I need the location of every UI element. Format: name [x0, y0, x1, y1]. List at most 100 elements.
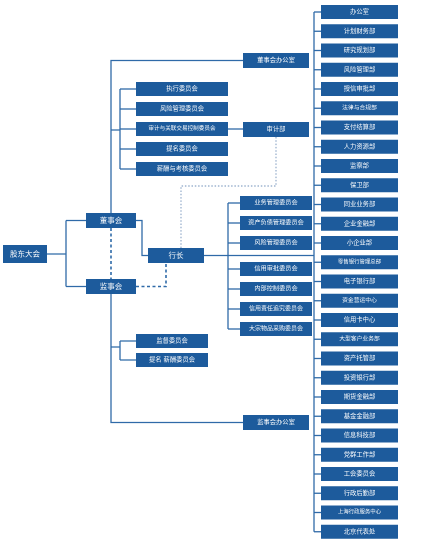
board-committee-label: 薪酬与考核委员会: [157, 164, 208, 173]
dept-box: 授信审批部: [321, 82, 398, 96]
mgmt-committee: 业务管理委员会: [240, 196, 312, 210]
dept-label: 监察部: [350, 161, 369, 170]
dept-box: 工会委员会: [321, 467, 398, 481]
dept-label: 人力资源部: [344, 141, 375, 150]
dept-label: 零售银行管理总部: [338, 257, 382, 265]
dept-label: 同业业务部: [344, 199, 375, 208]
node-supervisory-label: 监事会: [100, 281, 123, 291]
dept-label: 企业金融部: [344, 218, 375, 227]
board-committee: 提名委员会: [136, 142, 228, 156]
dept-box: 信息科技部: [321, 428, 398, 443]
dept-label: 党群工作部: [344, 449, 375, 458]
supervisory-committee: 监督委员会: [136, 334, 208, 348]
dept-label: 资金营运中心: [342, 296, 377, 304]
board-committee-spine: [111, 89, 121, 169]
supervisory-office-connector: [110, 294, 243, 424]
supervisory-committee-label: 监督委员会: [156, 336, 188, 345]
mgmt-committee: 信用审批委员会: [240, 262, 312, 276]
node-audit-label: 审计部: [267, 124, 286, 133]
node-supervisory: 监事会: [86, 279, 136, 294]
dept-box: 电子银行部: [321, 274, 398, 289]
board-committee-label: 提名委员会: [166, 144, 198, 153]
board-committee: 风险管理委员会: [136, 102, 228, 116]
node-board-office: 董事会办公室: [243, 53, 309, 68]
dept-label: 保卫部: [350, 180, 369, 189]
dept-label: 信息科技部: [344, 430, 375, 439]
supervisory-committee: 提名 薪酬委员会: [136, 353, 208, 367]
dept-label: 研究规划部: [344, 45, 375, 54]
node-board-label: 董事会: [100, 215, 123, 225]
node-president: 行长: [148, 248, 204, 263]
node-shareholders-label: 股东大会: [10, 249, 40, 259]
dept-box: 支付结算部: [321, 120, 398, 135]
mgmt-committee: 资产负债管理委员会: [240, 216, 312, 230]
board-committee: 审计与关联交易控制委员会: [136, 122, 228, 136]
dept-label: 授信审批部: [344, 84, 375, 93]
supervisory-committee-connector: [111, 340, 136, 361]
board-committee-label: 执行委员会: [166, 84, 198, 93]
dept-label: 投资银行部: [344, 372, 375, 381]
dept-box: 大型客户业务部: [321, 332, 398, 347]
dept-box: 同业业务部: [321, 197, 398, 212]
dept-box: 研究规划部: [321, 43, 398, 58]
board-committee-label: 审计与关联交易控制委员会: [148, 124, 216, 132]
mgmt-committee-label: 大宗物品采购委员会: [249, 325, 303, 333]
mgmt-committee: 风险管理委员会: [240, 236, 312, 250]
dept-box: 基金金融部: [321, 409, 398, 424]
dept-label: 计划财务部: [344, 26, 375, 35]
dept-box: 企业金融部: [321, 216, 398, 231]
dept-box: 小企业部: [321, 236, 398, 250]
node-president-label: 行长: [169, 250, 184, 260]
shareholders-connector: [47, 219, 86, 288]
board-committee-label: 风险管理委员会: [160, 104, 205, 113]
dept-label: 小企业部: [347, 238, 372, 247]
mgmt-committee: 内部控制委员会: [240, 282, 312, 296]
dept-label: 信用卡中心: [344, 315, 376, 324]
dept-box: 党群工作部: [321, 447, 398, 462]
mgmt-committee-label: 信用责任追究委员会: [249, 305, 303, 313]
board-committee: 执行委员会: [136, 82, 228, 96]
board-president-connector: [136, 219, 148, 257]
dept-box: 风险管理部: [321, 62, 398, 77]
dept-label: 行政后勤部: [344, 488, 375, 497]
node-shareholders: 股东大会: [3, 245, 47, 263]
dept-label: 基金金融部: [344, 411, 375, 420]
dept-label: 上海行政服务中心: [338, 508, 382, 516]
dept-box: 人力资源部: [321, 139, 398, 154]
mgmt-committee-label: 业务管理委员会: [254, 199, 297, 207]
dept-box: 监察部: [321, 159, 398, 173]
dept-label: 风险管理部: [344, 64, 375, 73]
mgmt-committee: 信用责任追究委员会: [240, 302, 312, 316]
dept-box: 投资银行部: [321, 370, 398, 385]
board-office-connector: [110, 59, 243, 213]
node-supervisory-office: 监事会办公室: [243, 415, 309, 430]
node-supervisory-office-label: 监事会办公室: [257, 417, 295, 426]
dept-label: 大型客户业务部: [339, 334, 380, 342]
mgmt-committee: 大宗物品采购委员会: [240, 322, 312, 336]
dept-box: 保卫部: [321, 178, 398, 193]
dept-label: 支付结算部: [344, 122, 375, 131]
node-audit: 审计部: [243, 122, 309, 137]
dept-label: 北京代表处: [344, 526, 376, 535]
mgmt-committee-label: 内部控制委员会: [254, 285, 297, 293]
dept-label: 期货金融部: [344, 392, 375, 401]
dept-box: 零售银行管理总部: [321, 255, 398, 270]
dept-box: 信用卡中心: [321, 313, 398, 327]
audit-president-dotted: [180, 137, 277, 248]
dept-box: 上海行政服务中心: [321, 505, 398, 520]
mgmt-committee-label: 风险管理委员会: [254, 239, 297, 247]
dept-label: 资产托管部: [344, 353, 375, 362]
mgmt-committee-label: 资产负债管理委员会: [248, 219, 304, 227]
dept-box: 办公室: [321, 5, 398, 19]
dept-box: 法律与合规部: [321, 101, 398, 116]
board-committee: 薪酬与考核委员会: [136, 162, 228, 176]
node-board: 董事会: [86, 213, 136, 228]
dept-box: 北京代表处: [321, 524, 398, 539]
dept-label: 办公室: [350, 7, 369, 16]
dept-box: 计划财务部: [321, 24, 398, 39]
dept-label: 法律与合规部: [342, 103, 377, 111]
dept-label: 工会委员会: [344, 469, 376, 478]
node-board-office-label: 董事会办公室: [257, 55, 295, 64]
supervisory-president-dashed: [136, 263, 167, 288]
